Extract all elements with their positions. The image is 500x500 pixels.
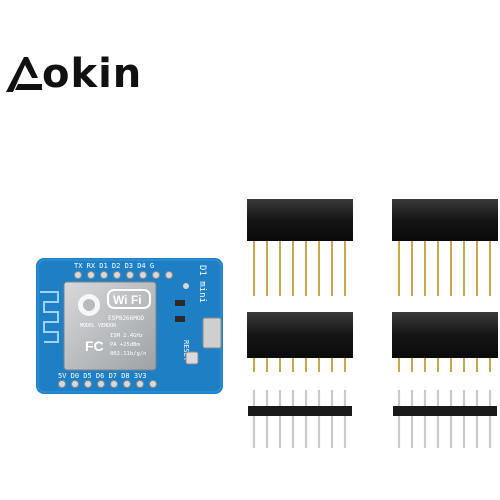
usb-port [202,317,222,349]
pin-labels-bottom: 5V D0 D5 D6 D7 D8 3V3 [58,372,147,380]
female-header-short-left [247,312,353,372]
antenna-trace [40,291,59,343]
female-header-tall-left [247,199,353,296]
mount-hole [183,283,189,289]
male-pin-header-right [393,390,497,448]
smd-component [175,316,185,322]
vendor-logo-inner [83,299,95,311]
wifi-logo: Wi Fi [107,289,151,309]
board-name-label: D1 mini [197,265,207,303]
top-pin-holes [74,271,173,279]
fcc-mark: FC [85,338,104,354]
pin-labels-top: TX RX D1 D2 D3 D4 G [74,262,154,270]
wifi-logo-text: Wi Fi [113,293,142,307]
module-spec-2: PA +25dBm [110,342,140,348]
module-spec-3: 802.11b/g/n [110,351,146,357]
reset-label: RESET [182,340,190,362]
brand-name: okin [42,51,143,97]
aokin-a-logo-icon [6,57,42,92]
reset-button-part [185,351,199,365]
module-spec-1: ISM 2.4GHz [110,333,143,339]
female-header-tall-right [392,199,498,296]
esp8266-module: Wi Fi MODEL VENDOR ESP8266MOD FC ISM 2.4… [63,281,157,371]
bottom-pin-holes [58,380,157,388]
female-header-short-right [392,312,498,372]
male-pin-header-left [248,390,352,448]
smd-component [175,300,185,306]
module-vendor-label: MODEL VENDOR [80,323,117,329]
brand-logo: okin [4,54,142,94]
module-model-label: ESP8266MOD [108,315,145,322]
